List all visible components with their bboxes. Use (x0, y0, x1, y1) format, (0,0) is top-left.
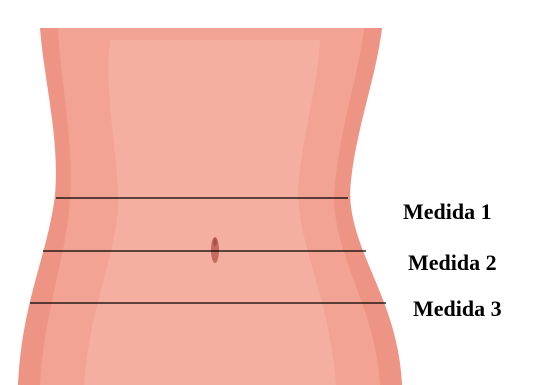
measure-label-1: Medida 1 (403, 201, 492, 223)
abdomen-highlight (84, 40, 336, 385)
measure-label-3: Medida 3 (413, 298, 502, 320)
measure-label-2: Medida 2 (408, 252, 497, 274)
navel-shadow (213, 238, 217, 246)
